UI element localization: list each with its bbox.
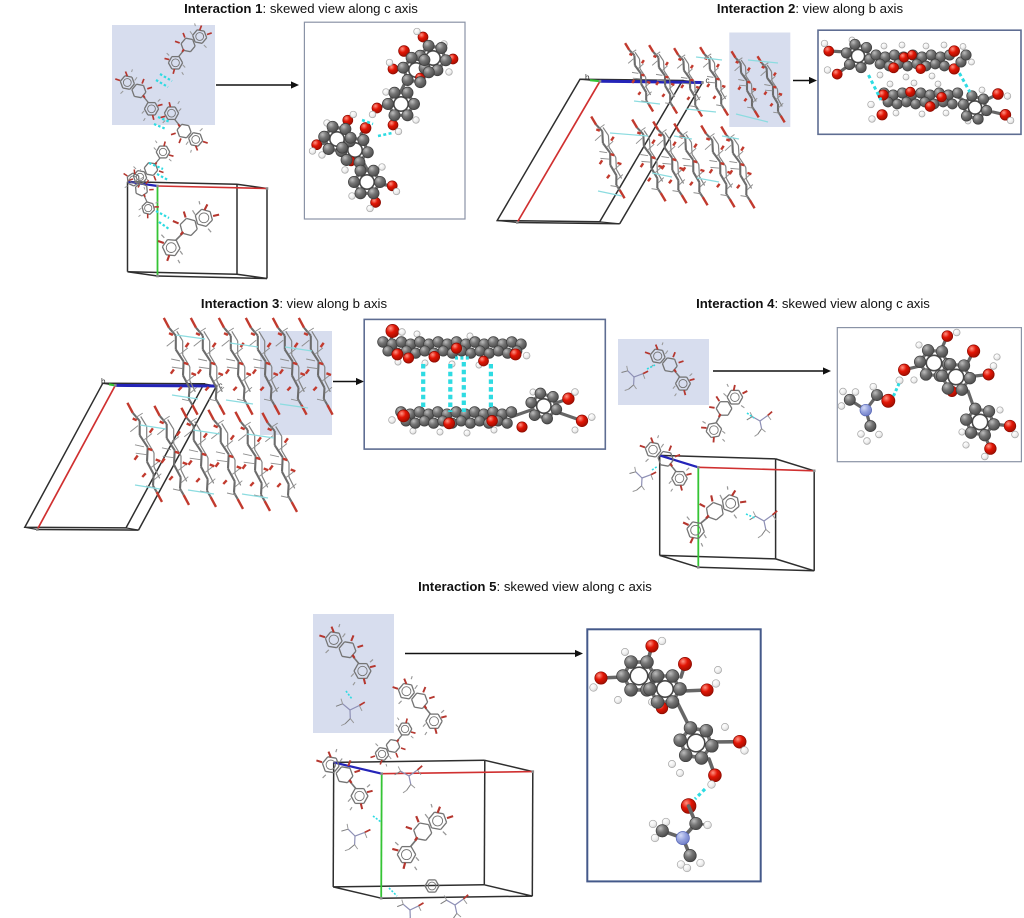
svg-text:Interaction 5: skewed view alo: Interaction 5: skewed view along c axis <box>418 579 652 594</box>
svg-text:Interaction 1: skewed view alo: Interaction 1: skewed view along c axis <box>184 1 418 16</box>
svg-text:Interaction 4: skewed view alo: Interaction 4: skewed view along c axis <box>696 296 930 311</box>
svg-text:b: b <box>585 73 590 82</box>
svg-text:c: c <box>219 381 223 390</box>
svg-text:b: b <box>101 377 106 386</box>
svg-text:Interaction 3: view along b ax: Interaction 3: view along b axis <box>201 296 388 311</box>
svg-text:Interaction 2: view along b ax: Interaction 2: view along b axis <box>717 1 904 16</box>
svg-text:c: c <box>706 76 710 85</box>
